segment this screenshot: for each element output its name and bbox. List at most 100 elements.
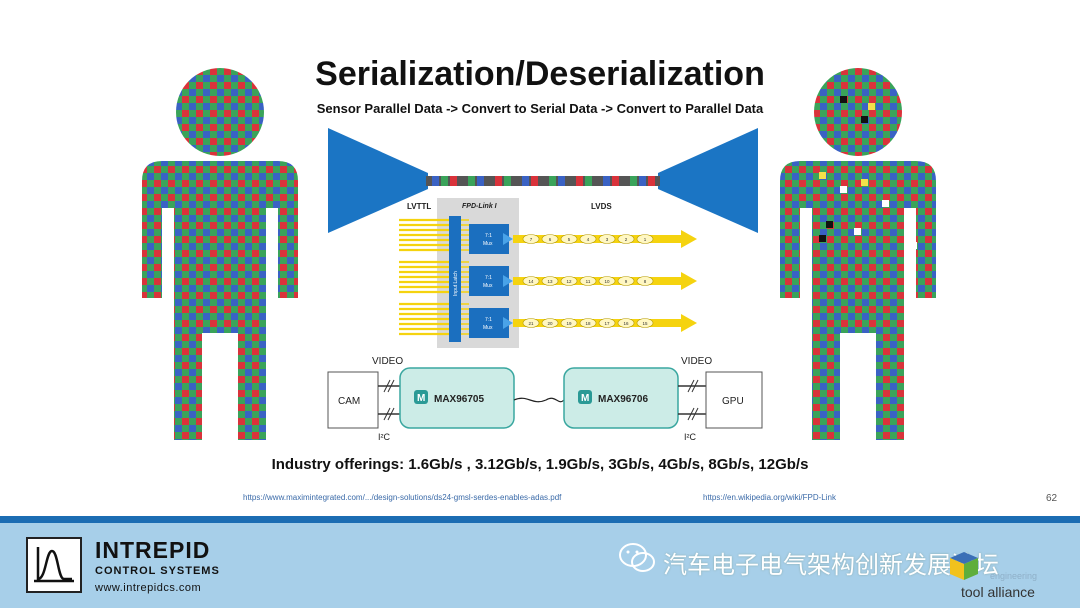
lvttl-label: LVTTL (407, 202, 431, 211)
i2c-label-left: I²C (378, 432, 390, 442)
fpd-link-diagram: LVTTL FPD-Link I LVDS Input Latch 7:1Mux… (399, 198, 697, 348)
lvds-bit-label: 16 (623, 321, 629, 326)
mux-label: Mux (483, 325, 493, 331)
company-url: www.intrepidcs.com (95, 582, 202, 594)
lvds-bit-label: 1 (644, 237, 647, 242)
lvds-bit-cell (560, 276, 578, 286)
gpu-label: GPU (722, 396, 744, 407)
mux-label: 7:1 (485, 233, 492, 239)
industry-offerings: Industry offerings: 1.6Gb/s , 3.12Gb/s, … (271, 456, 809, 473)
fpd-link-label: FPD-Link I (462, 203, 498, 210)
company-subtitle: CONTROL SYSTEMS (95, 565, 220, 577)
deserializer-funnel (658, 128, 758, 233)
lvds-bit-cell (579, 318, 597, 328)
cam-box (327, 371, 379, 429)
lvds-bit-cell (636, 318, 654, 328)
lvds-bit-cell (541, 276, 559, 286)
serial-link (513, 397, 565, 403)
input-latch-block (449, 216, 461, 342)
tool-alliance-text: tool alliance (961, 584, 1035, 600)
lvds-bit-cell (636, 234, 654, 244)
lvds-bit-cell (560, 318, 578, 328)
lvds-bit-label: 13 (547, 279, 553, 284)
lvds-bit-label: 14 (528, 279, 534, 284)
lvds-bit-cell (636, 276, 654, 286)
lvds-bit-label: 2 (625, 237, 628, 242)
lvds-bit-cell (598, 318, 616, 328)
slide-title: Serialization/Deserialization (315, 55, 765, 93)
left-person-pixel-figure (142, 68, 298, 440)
lvds-bit-cell (617, 234, 635, 244)
reference-link-wikipedia[interactable]: https://en.wikipedia.org/wiki/FPD-Link (703, 493, 836, 502)
lvds-bit-label: 8 (644, 279, 647, 284)
reference-link-maxim[interactable]: https://www.maximintegrated.com/.../desi… (243, 493, 562, 502)
lvds-bit-cell (617, 318, 635, 328)
lvds-driver (503, 317, 513, 329)
serializer-label: MAX96705 (434, 394, 484, 405)
lvds-bit-label: 6 (549, 237, 552, 242)
deserializer-label: MAX96706 (598, 394, 648, 405)
mux-label: 7:1 (485, 317, 492, 323)
serial-pixel-stream (432, 176, 655, 186)
deserializer-logo: M (581, 393, 589, 404)
lvds-driver (503, 275, 513, 287)
serializer-funnel (328, 128, 428, 233)
waveform-icon (34, 547, 74, 583)
lvds-bit-cell (541, 318, 559, 328)
engineering-text: engineering (990, 571, 1038, 581)
gpu-box (705, 371, 763, 429)
lvds-bit-label: 21 (528, 321, 534, 326)
lvds-bit-label: 19 (566, 321, 572, 326)
intrepid-logo (26, 537, 82, 593)
right-person-pixel-figure (780, 68, 936, 440)
lvds-driver (503, 233, 513, 245)
lvds-label: LVDS (591, 202, 612, 211)
lvds-bit-label: 18 (585, 321, 591, 326)
mux-label: 7:1 (485, 275, 492, 281)
serdes-cable-graphic (328, 128, 758, 233)
mux-label: Mux (483, 283, 493, 289)
lvds-bit-cell (541, 234, 559, 244)
deserializer-chip (563, 367, 679, 429)
cam-label: CAM (338, 396, 360, 407)
company-name: INTREPID (95, 537, 211, 563)
lvds-bit-cell (579, 234, 597, 244)
footer-bar (0, 523, 1080, 608)
lvds-bit-cell (579, 276, 597, 286)
lvds-bit-cell (617, 276, 635, 286)
lvds-bit-cell (598, 276, 616, 286)
lvds-bit-label: 11 (586, 279, 591, 284)
watermark-text: 汽车电子电气架构创新发展论坛 (663, 552, 999, 579)
lvds-bit-label: 3 (606, 237, 609, 242)
lvds-bit-label: 5 (568, 237, 571, 242)
lvds-bit-cell (560, 234, 578, 244)
mux-label: Mux (483, 241, 493, 247)
mux-block-3 (469, 308, 509, 338)
lvds-bit-cell (598, 234, 616, 244)
lvds-bit-label: 10 (604, 279, 610, 284)
serializer-chip (399, 367, 515, 429)
slide-subtitle: Sensor Parallel Data -> Convert to Seria… (316, 101, 764, 116)
mux-block-2 (469, 266, 509, 296)
lvds-bit-label: 17 (604, 321, 610, 326)
wechat-icon (619, 543, 655, 572)
mux-block-1 (469, 224, 509, 254)
footer-divider (0, 516, 1080, 523)
video-label-left: VIDEO (372, 356, 403, 367)
tool-alliance-cube-icon (950, 552, 978, 580)
page-number: 62 (1046, 493, 1058, 504)
lvds-bit-cell (522, 276, 540, 286)
lvds-bit-label: 20 (547, 321, 553, 326)
lvds-bit-label: 4 (587, 237, 590, 242)
input-latch-label: Input Latch (453, 271, 459, 296)
lvds-bit-cell (522, 318, 540, 328)
lvds-bit-cell (522, 234, 540, 244)
lvds-bit-label: 12 (566, 279, 572, 284)
camera-to-gpu-block-diagram: VIDEO VIDEO CAM I²C M MAX96705 M MAX9670… (327, 356, 763, 442)
lvds-bit-label: 7 (530, 237, 533, 242)
lvds-bit-label: 9 (625, 279, 628, 284)
video-label-right: VIDEO (681, 356, 712, 367)
i2c-label-right: I²C (684, 432, 696, 442)
lvds-bit-label: 15 (642, 321, 648, 326)
serializer-logo: M (417, 393, 425, 404)
